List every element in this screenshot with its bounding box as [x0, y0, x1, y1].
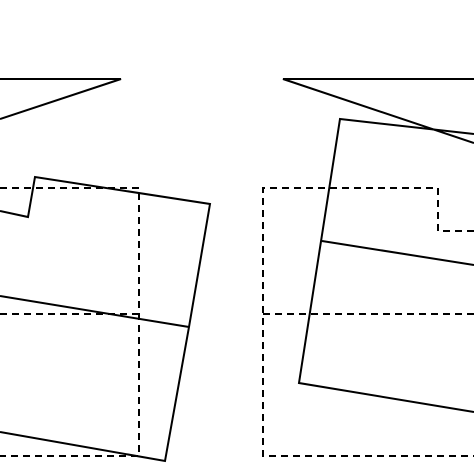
right-divider-line [321, 240, 474, 266]
left-dashed-rectangle [0, 187, 140, 457]
right-panel [262, 78, 474, 457]
right-rotated-rectangle [297, 117, 474, 413]
left-rotated-folder-outline [0, 175, 212, 463]
right-triangle [282, 78, 474, 144]
left-divider-line [0, 295, 190, 328]
left-panel [0, 78, 212, 463]
left-triangle [0, 78, 122, 120]
right-dashed-folder-outline [262, 187, 474, 457]
